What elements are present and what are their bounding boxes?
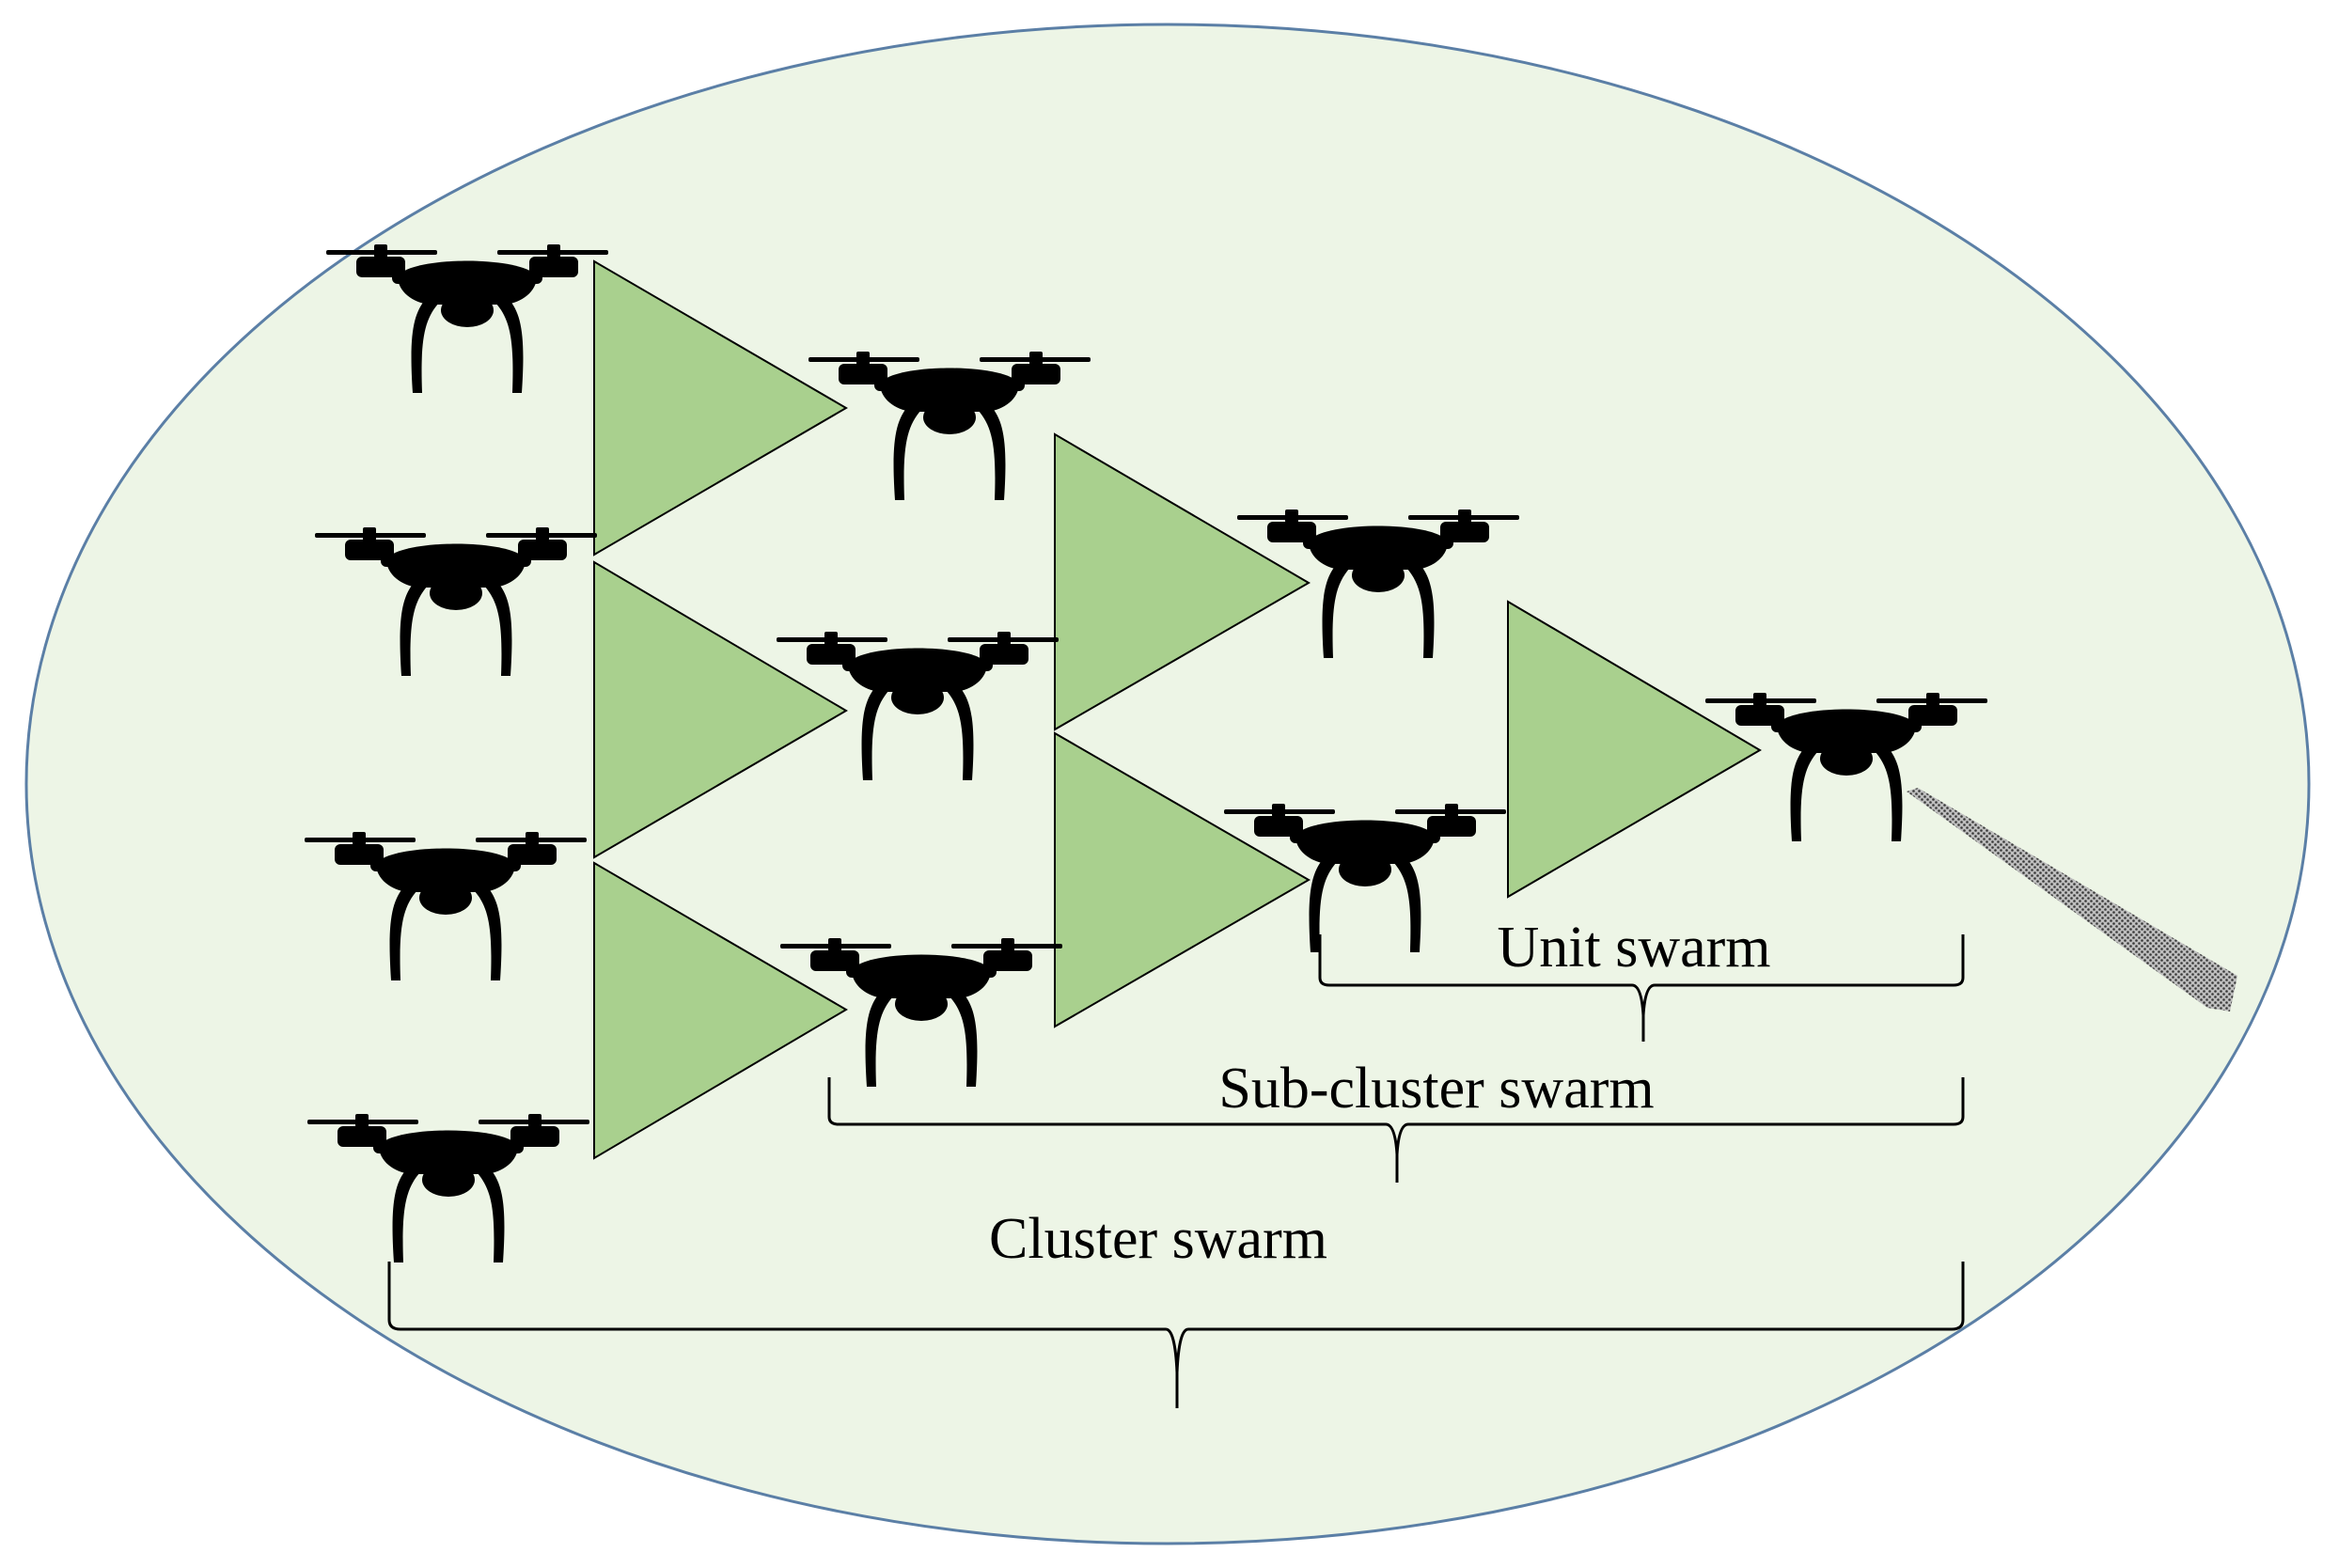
aggregation-triangle [593,560,848,859]
aggregation-triangle [1507,600,1762,899]
aggregation-triangle [593,861,848,1160]
aggregation-triangle [1054,432,1311,731]
unit-swarm-brace [1318,934,1965,1042]
cluster-swarm-brace [387,1262,1965,1408]
cluster-swarm-label: Cluster swarm [989,1207,1327,1271]
unit-swarm-label: Unit swarm [1497,916,1770,980]
sub-cluster-swarm-label: Sub-cluster swarm [1218,1057,1654,1121]
aggregation-triangles [593,259,1762,1160]
aggregation-triangle [1054,731,1311,1028]
sub-cluster-swarm-brace [827,1077,1965,1183]
aggregation-triangle [593,259,848,557]
transmission-beam [1907,788,2237,1011]
grouping-braces [387,934,1965,1408]
